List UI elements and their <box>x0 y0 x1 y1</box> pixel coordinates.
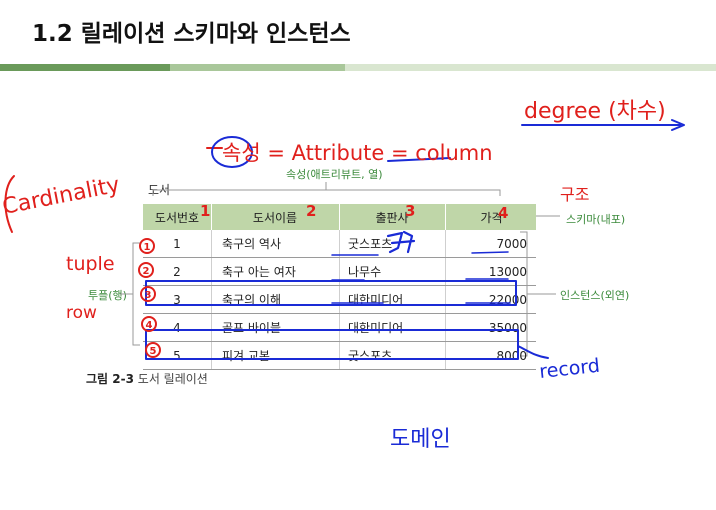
cardinality-note: Cardinality <box>0 173 121 220</box>
svg-text:5: 5 <box>150 346 157 357</box>
tuple-label: 투플(행) <box>88 289 127 302</box>
cell-publisher: 대한미디어 <box>339 313 446 342</box>
svg-text:1: 1 <box>200 202 210 220</box>
row-number-marks: 1 2 3 4 5 <box>143 242 157 357</box>
cell-price: 7000 <box>445 230 536 258</box>
column-number-marks: 1 2 3 4 <box>200 202 508 222</box>
schema-label: 스키마(내포) <box>566 213 626 226</box>
title-underline-dark <box>0 64 170 71</box>
degree-note: degree (차수) <box>524 99 666 124</box>
svg-text:3: 3 <box>145 290 152 301</box>
header-book-id: 도서번호 <box>143 204 212 230</box>
slide-title: 1.2 릴레이션 스키마와 인스턴스 <box>32 21 351 47</box>
figure-caption: 그림 2-3 도서 릴레이션 <box>86 370 208 387</box>
record-note: record <box>538 355 601 383</box>
svg-text:1: 1 <box>144 242 151 253</box>
row-note: row <box>66 303 97 323</box>
caption-number: 그림 2-3 <box>86 372 134 386</box>
cell-book-id: 5 <box>143 341 212 370</box>
attribute-circle <box>211 136 253 168</box>
degree-arrow <box>521 119 685 131</box>
row3-box-annotation <box>145 280 517 306</box>
tuple-note: tuple <box>66 253 115 275</box>
svg-text:3: 3 <box>405 202 415 220</box>
svg-text:2: 2 <box>306 202 316 220</box>
table-row: 3 축구의 이해 대한미디어 22000 <box>143 285 536 314</box>
header-price: 가격 <box>445 204 536 230</box>
instance-label: 인스턴스(외연) <box>560 289 630 302</box>
cell-book-name: 축구의 역사 <box>211 230 340 258</box>
title-underline-light <box>345 64 716 71</box>
svg-text:4: 4 <box>146 320 153 331</box>
header-publisher: 출판사 <box>339 204 446 230</box>
attribute-note: 속성 = Attribute = column <box>222 141 493 165</box>
table-row: 4 골프 바이블 대한미디어 35000 <box>143 313 536 342</box>
svg-text:4: 4 <box>498 204 508 222</box>
cell-book-name: 축구의 이해 <box>211 285 340 314</box>
title-underline-mid <box>170 64 345 71</box>
cell-book-name: 골프 바이블 <box>211 313 340 342</box>
svg-text:2: 2 <box>143 266 150 277</box>
scribble-mark <box>386 230 416 254</box>
header-book-name: 도서이름 <box>211 204 340 230</box>
structure-note: 구조 <box>560 185 589 204</box>
caption-text: 도서 릴레이션 <box>137 372 208 386</box>
row5-box-annotation <box>145 329 519 360</box>
table-header-row: 도서번호 도서이름 출판사 가격 <box>143 204 536 230</box>
bottom-note: 도메인 <box>390 427 451 452</box>
row-number-circles <box>138 238 161 358</box>
cell-underlines <box>331 251 511 304</box>
attribute-label: 속성(애트리뷰트, 열) <box>286 168 383 181</box>
